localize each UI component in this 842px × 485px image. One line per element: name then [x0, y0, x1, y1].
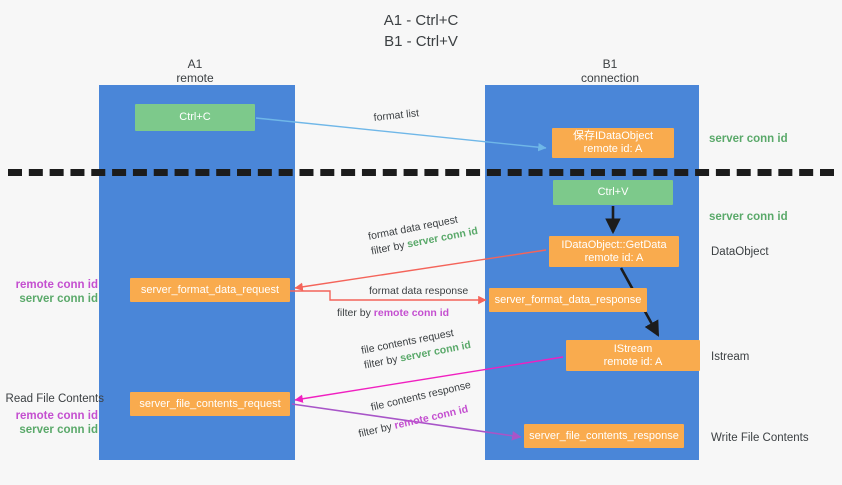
node-server-file-contents-response[interactable]: server_file_contents_response	[524, 424, 684, 448]
node-istream-title: IStream	[613, 342, 653, 355]
lane-header-b1: B1 connection	[530, 57, 690, 85]
lane-b1-name: B1	[602, 57, 618, 71]
edge-label-format-data-response: format data response filter by remote co…	[337, 284, 468, 321]
trust-boundary-divider	[8, 169, 834, 176]
node-server-file-contents-request[interactable]: server_file_contents_request	[130, 392, 290, 416]
node-istream-subtitle: remote id: A	[603, 355, 663, 368]
right-label-server-conn-top: server conn id	[709, 133, 788, 145]
edge-label-format-list: format list	[373, 106, 420, 126]
node-getdata-title: IDataObject::GetData	[561, 238, 667, 251]
node-server-file-contents-response-label: server_file_contents_response	[529, 429, 679, 442]
title-line-2: B1 - Ctrl+V	[384, 33, 458, 50]
page-title: A1 - Ctrl+C B1 - Ctrl+V	[0, 10, 842, 52]
left-label-server-conn-id-2: server conn id	[19, 424, 98, 436]
right-label-write-file-contents: Write File Contents	[711, 432, 809, 444]
edge-label-file-contents-response: file contents response filter by remote …	[352, 378, 478, 442]
lane-a1-name: A1	[187, 57, 203, 71]
filter-prefix: filter by	[337, 307, 374, 319]
title-line-1: A1 - Ctrl+C	[383, 12, 459, 29]
edge-label-format-data-request: format data request filter by server con…	[367, 209, 479, 259]
right-label-dataobject: DataObject	[711, 246, 769, 258]
node-istream[interactable]: IStream remote id: A	[566, 340, 700, 371]
right-label-server-conn-mid: server conn id	[709, 211, 788, 223]
node-ole-idataobject-subtitle: remote id: A	[583, 143, 643, 155]
node-server-format-data-response-label: server_format_data_response	[494, 293, 642, 306]
lane-header-a1: A1 remote	[120, 57, 270, 85]
node-server-format-data-request-label: server_format_data_request	[140, 283, 280, 296]
right-label-istream: Istream	[711, 351, 750, 363]
edge-label-format-data-response-text: format data response	[369, 285, 469, 297]
left-label-read-file-contents: Read File Contents	[5, 393, 104, 405]
left-label-remote-conn-id-2: remote conn id	[15, 410, 98, 422]
node-ctrl-c-label: Ctrl+C	[179, 111, 211, 123]
lane-b1-sub: connection	[580, 71, 640, 85]
left-label-remote-conn-id-1: remote conn id	[15, 279, 98, 291]
node-ctrl-v[interactable]: Ctrl+V	[553, 180, 673, 205]
node-getdata-subtitle: remote id: A	[584, 251, 644, 264]
node-server-format-data-request[interactable]: server_format_data_request	[130, 278, 290, 302]
filter-prefix: filter by	[357, 420, 396, 441]
node-server-format-data-response[interactable]: server_format_data_response	[489, 288, 647, 312]
filter-token-remote-conn-id: remote conn id	[373, 307, 450, 319]
node-ole-idataobject[interactable]: 保存IDataObject remote id: A	[552, 128, 674, 158]
left-label-conn-ids-bottom: remote conn id server conn id	[0, 409, 98, 437]
edge-filter-format-data-response: filter by remote conn id	[337, 299, 468, 321]
left-label-server-conn-id-1: server conn id	[19, 293, 98, 305]
node-idataobject-getdata[interactable]: IDataObject::GetData remote id: A	[549, 236, 679, 267]
edge-label-file-contents-request: file contents request filter by server c…	[360, 323, 472, 373]
node-ctrl-v-label: Ctrl+V	[597, 186, 629, 198]
node-server-file-contents-request-label: server_file_contents_request	[139, 397, 281, 410]
lane-a1-sub: remote	[176, 71, 214, 85]
node-ole-idataobject-title: 保存IDataObject	[572, 130, 654, 142]
node-ctrl-c[interactable]: Ctrl+C	[135, 104, 255, 131]
left-label-conn-ids-top: remote conn id server conn id	[0, 278, 98, 306]
edge-label-format-list-text: format list	[373, 107, 420, 124]
